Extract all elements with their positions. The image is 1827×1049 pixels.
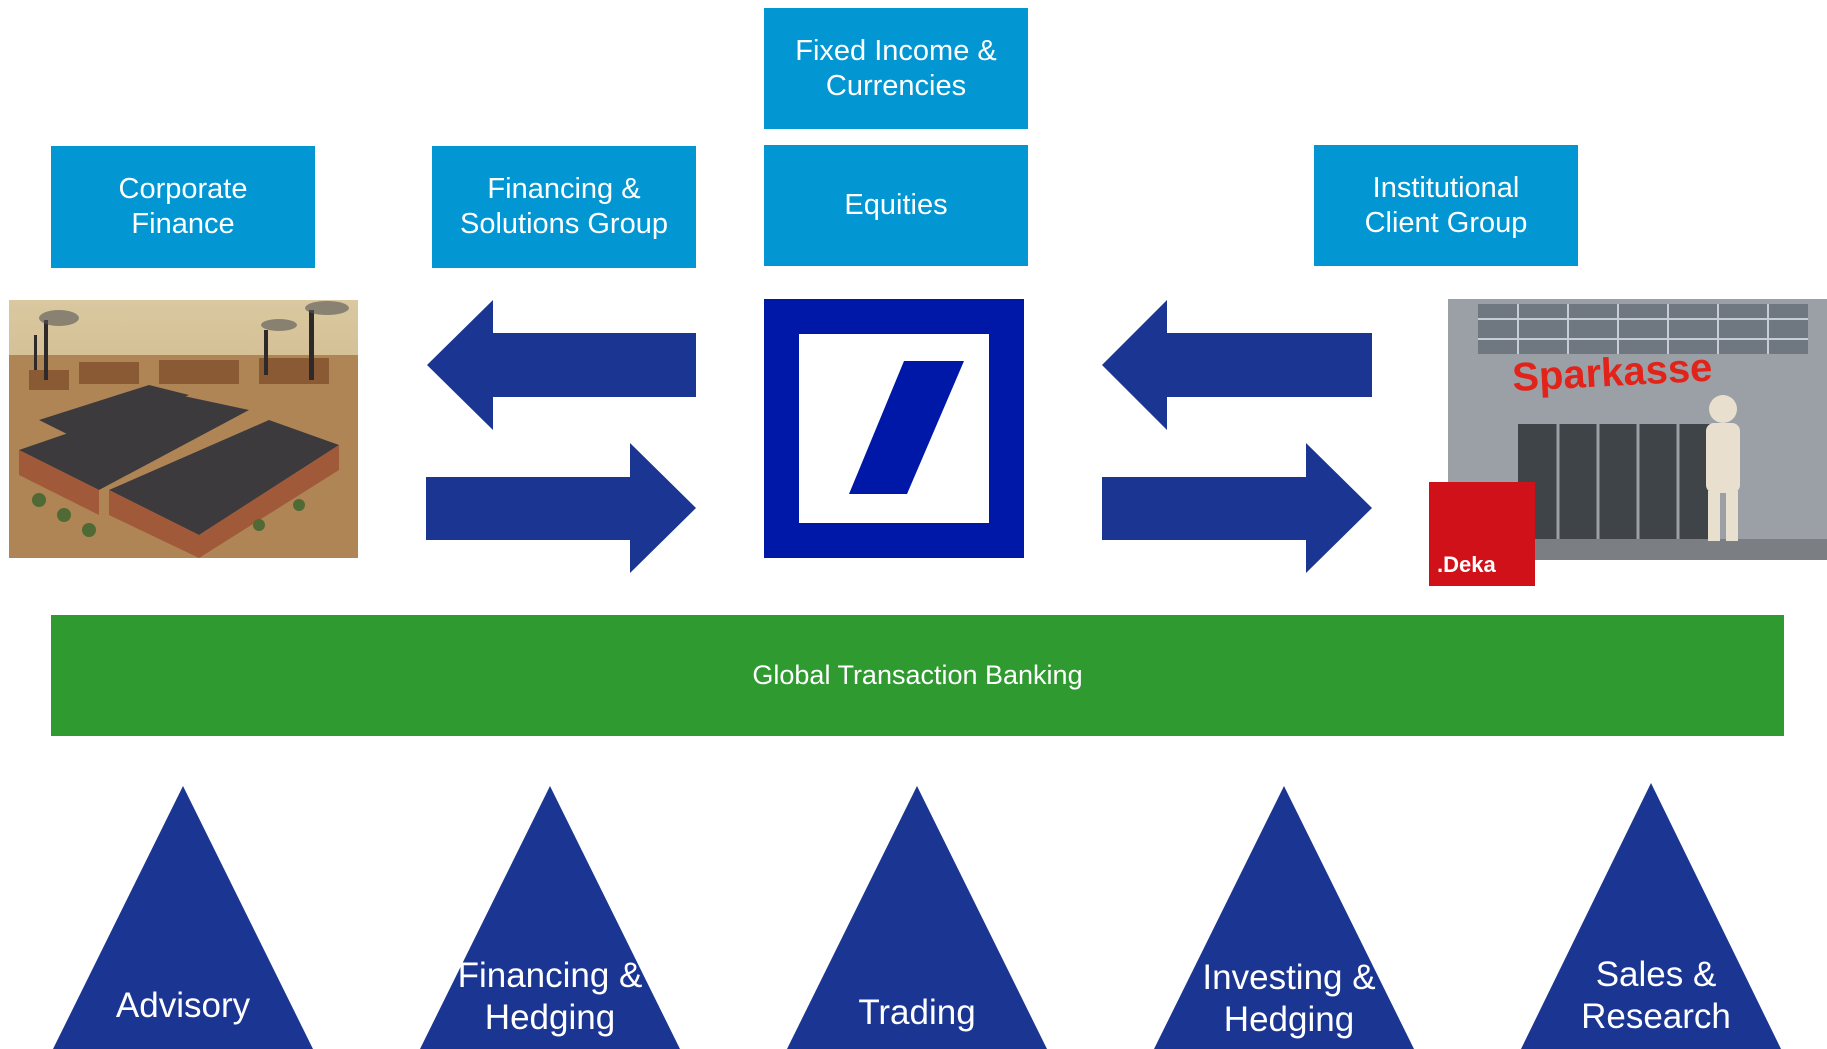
fixed-income-box: Fixed Income & Currencies (764, 8, 1028, 129)
triangle-label-investing-hedging: Investing & Hedging (1202, 958, 1376, 1039)
deka-logo-text: .Deka (1437, 552, 1496, 577)
institutional-client-label: Institutional Client Group (1364, 171, 1528, 239)
institutional-client-box: Institutional Client Group (1314, 145, 1578, 266)
sparkasse-sign: Sparkasse (1511, 346, 1713, 400)
fixed-income-label: Fixed Income & Currencies (795, 34, 997, 102)
arrow-right-2-icon (1102, 443, 1372, 573)
triangle-investing-hedging-icon (1154, 786, 1414, 1049)
triangle-label-sales-research: Sales & Research (1581, 955, 1731, 1036)
equities-label: Equities (844, 189, 948, 221)
corporate-finance-label: Corporate Finance (118, 173, 248, 240)
arrow-left-1-icon (427, 300, 696, 430)
triangle-trading-icon (787, 786, 1047, 1049)
gtb-bar: Global Transaction Banking (51, 615, 1784, 736)
deka-logo: .Deka (1429, 482, 1535, 586)
equities-box: Equities (764, 145, 1028, 266)
factory-image (9, 300, 358, 558)
triangle-label-advisory: Advisory (115, 986, 251, 1025)
arrow-right-1-icon (426, 443, 696, 573)
triangle-sales-research-icon (1521, 783, 1781, 1049)
triangle-advisory-icon (53, 786, 313, 1049)
triangle-label-trading: Trading (858, 993, 976, 1032)
triangle-financing-hedging-icon (420, 786, 680, 1049)
financing-solutions-box: Financing & Solutions Group (432, 146, 696, 268)
arrow-left-2-icon (1102, 300, 1372, 430)
gtb-label: Global Transaction Banking (752, 660, 1083, 690)
financing-solutions-label: Financing & Solutions Group (460, 173, 668, 240)
corporate-finance-box: Corporate Finance (51, 146, 315, 268)
triangle-label-financing-hedging: Financing & Hedging (457, 956, 643, 1037)
deutsche-bank-logo (764, 299, 1024, 558)
